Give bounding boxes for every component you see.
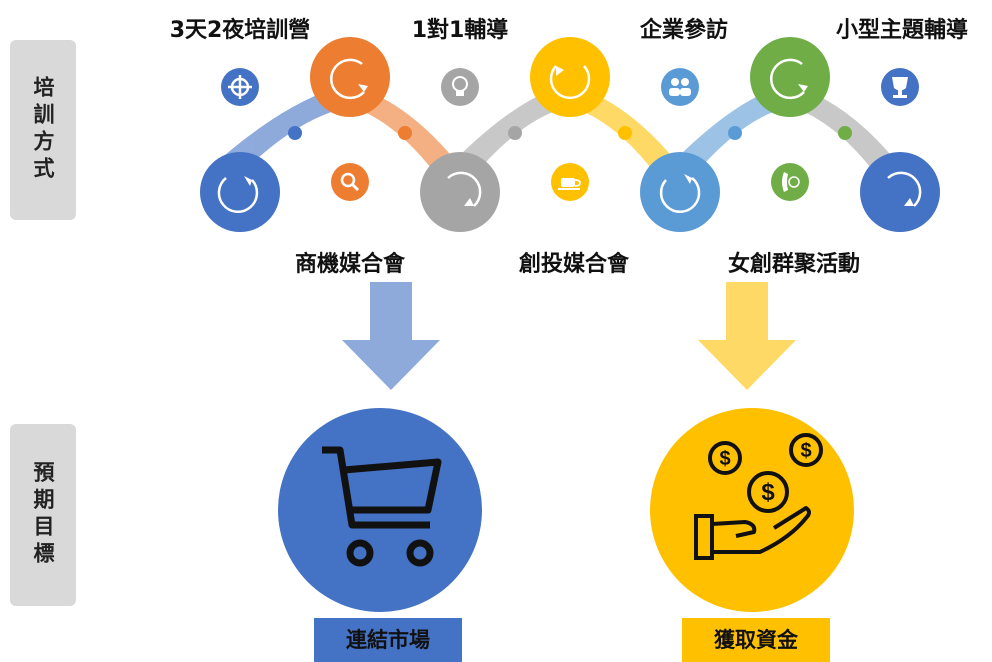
side-label-goals: 預期目標: [10, 424, 76, 606]
arrow-down-gold: [698, 282, 796, 390]
money-hand-icon: $ $ $: [650, 408, 854, 612]
shopping-cart-icon: [278, 408, 482, 612]
arrow-down-blue: [342, 282, 440, 390]
side-label-training-text: 培訓方式: [31, 76, 55, 184]
phone-24h-icon: [771, 163, 809, 201]
coffee-cup-icon: [551, 163, 589, 201]
svg-text:$: $: [761, 479, 775, 506]
label-themed-coaching: 小型主題輔導: [835, 18, 969, 43]
cycle-circle-orange: [310, 37, 390, 117]
label-bootcamp: 3天2夜培訓營: [169, 18, 311, 43]
lightbulb-icon: [441, 68, 479, 106]
cycle-circle-gold: [530, 37, 610, 117]
cycle-circle-gray: [420, 152, 500, 232]
label-company-visit: 企業參訪: [639, 18, 729, 43]
label-business-matching: 商機媒合會: [294, 252, 406, 277]
outcome-label-bg-funding: [682, 618, 830, 662]
junction-dot: [618, 126, 632, 140]
junction-dot: [398, 126, 412, 140]
label-women-startup-event: 女創群聚活動: [727, 252, 861, 277]
cycle-circle-lightblue: [640, 152, 720, 232]
outcome-label-market: 連結市場: [346, 628, 430, 652]
side-label-training: 培訓方式: [10, 40, 76, 220]
cycle-circle-blue-1: [200, 152, 280, 232]
junction-dot: [838, 126, 852, 140]
search-icon: [331, 163, 369, 201]
trophy-icon: [881, 68, 919, 106]
junction-dot: [508, 126, 522, 140]
svg-text:$: $: [719, 448, 730, 470]
label-vc-matching: 創投媒合會: [518, 252, 630, 277]
people-icon: [661, 68, 699, 106]
band-blue-orange: [225, 85, 345, 175]
label-one-on-one: 1對1輔導: [411, 18, 509, 43]
crosshair-icon: [221, 68, 259, 106]
outcome-label-funding: 獲取資金: [714, 628, 798, 652]
side-label-goals-text: 預期目標: [31, 461, 55, 569]
outcome-label-bg-market: [314, 618, 462, 662]
svg-text:$: $: [800, 440, 811, 462]
junction-dot: [288, 126, 302, 140]
junction-dot: [728, 126, 742, 140]
cycle-circle-green: [750, 37, 830, 117]
cycle-circle-blue-2: [860, 152, 940, 232]
